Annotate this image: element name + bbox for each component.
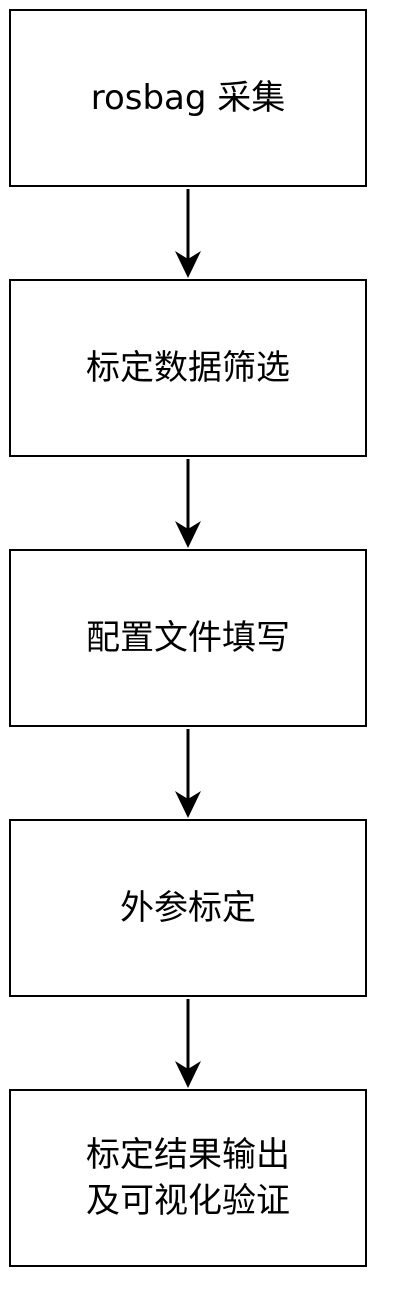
arrow-2-to-3 — [175, 459, 201, 548]
step-box-calibration-data-filtering: 标定数据筛选 — [9, 279, 367, 457]
step-label: 外参标定 — [120, 888, 256, 928]
arrow-4-to-5 — [175, 999, 201, 1088]
step-box-extrinsic-calibration: 外参标定 — [9, 819, 367, 997]
arrow-1-to-2 — [175, 189, 201, 278]
step-box-result-output-visual-validation: 标定结果输出 及可视化验证 — [9, 1089, 367, 1267]
step-box-rosbag-collection: rosbag 采集 — [9, 9, 367, 187]
arrow-3-to-4 — [175, 729, 201, 818]
step-box-config-file-editing: 配置文件填写 — [9, 549, 367, 727]
step-label: 标定结果输出 及可视化验证 — [86, 1135, 290, 1221]
step-label: 配置文件填写 — [86, 618, 290, 658]
step-label: rosbag 采集 — [90, 78, 286, 118]
step-label: 标定数据筛选 — [86, 348, 290, 388]
